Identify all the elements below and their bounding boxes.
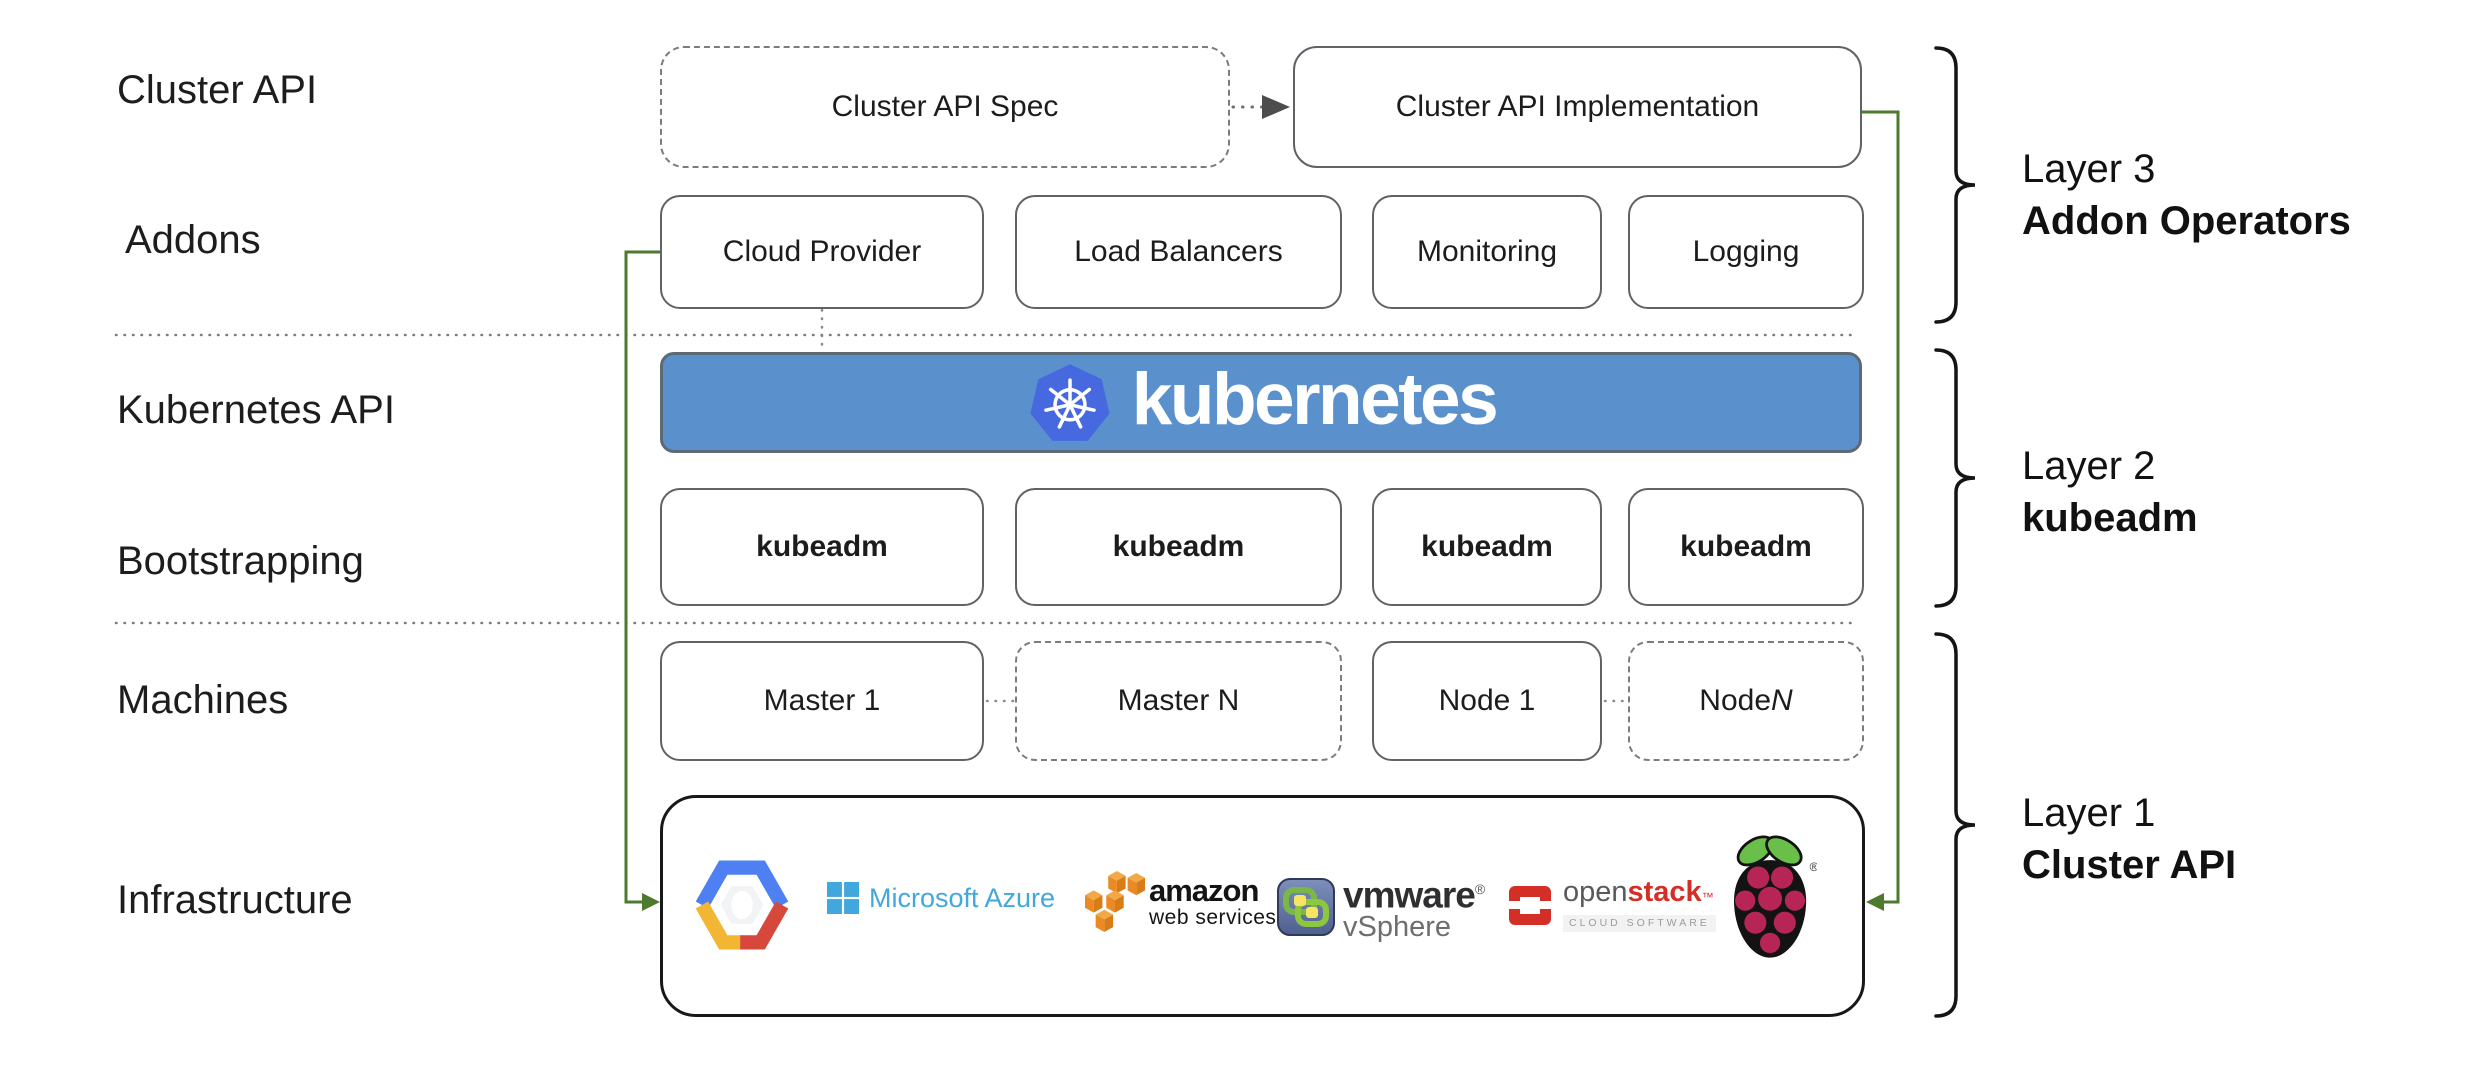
row-label-cluster-api: Cluster API <box>117 68 318 112</box>
addon-label: Logging <box>1692 235 1800 268</box>
kubeadm-label: kubeadm <box>756 530 888 563</box>
raspberry-pi-logo-icon: ® <box>1734 835 1817 958</box>
aws-wordmark: amazon <box>1149 872 1259 908</box>
kubeadm-box-3: kubeadm <box>1372 488 1602 606</box>
machine-label: Master N <box>1117 684 1240 717</box>
addon-label: Cloud Provider <box>722 235 922 268</box>
addon-label: Monitoring <box>1416 235 1558 268</box>
aws-boxes-icon <box>1085 871 1145 932</box>
vmware-wordmark: vmware® <box>1343 874 1485 916</box>
vmware-vsphere-logo: vmware® vSphere <box>1277 872 1485 944</box>
kubeadm-box-1: kubeadm <box>660 488 984 606</box>
cluster-api-spec-label: Cluster API Spec <box>831 90 1059 123</box>
microsoft-window-icon <box>827 882 859 914</box>
openstack-logo: openstack™ CLOUD SOFTWARE <box>1507 878 1716 932</box>
machine-box-node-1: Node 1 <box>1372 641 1602 761</box>
cluster-api-implementation-label: Cluster API Implementation <box>1395 90 1760 123</box>
addon-box-monitoring: Monitoring <box>1372 195 1602 309</box>
addon-label: Load Balancers <box>1074 235 1283 268</box>
layer-3-subtitle: Addon Operators <box>2022 199 2351 243</box>
layer-3-title: Layer 3 <box>2022 147 2156 191</box>
layer-2-subtitle: kubeadm <box>2022 496 2198 540</box>
machine-label: Node 1 <box>1438 684 1536 717</box>
row-label-infrastructure: Infrastructure <box>117 878 353 922</box>
machine-box-master-1: Master 1 <box>660 641 984 761</box>
green-arrowhead-left-icon <box>642 893 660 911</box>
layer-1-label: Layer 1 Cluster API <box>2022 787 2236 891</box>
machine-box-node-n: Node N <box>1628 641 1864 761</box>
kubeadm-label: kubeadm <box>1112 530 1245 563</box>
kubeadm-box-4: kubeadm <box>1628 488 1864 606</box>
green-connector-left <box>624 250 660 904</box>
addon-box-logging: Logging <box>1628 195 1864 309</box>
vsphere-product-name: vSphere <box>1343 911 1452 944</box>
row-label-kubernetes-api: Kubernetes API <box>117 388 395 432</box>
green-connector-right <box>1862 110 1900 904</box>
addon-box-load-balancers: Load Balancers <box>1015 195 1342 309</box>
infrastructure-box: Microsoft Azure amazon web services <box>660 795 1865 1017</box>
kubeadm-box-2: kubeadm <box>1015 488 1342 606</box>
layer-2-bracket <box>1934 348 1976 608</box>
google-cloud-logo-icon <box>695 860 789 950</box>
microsoft-azure-logo: Microsoft Azure <box>827 882 1055 914</box>
amazon-web-services-logo: amazon web services <box>1085 870 1276 934</box>
machine-box-master-n: Master N <box>1015 641 1342 761</box>
kubeadm-label: kubeadm <box>1680 530 1812 563</box>
kubernetes-wordmark: kubernetes <box>1131 359 1499 440</box>
vmware-registered-mark: ® <box>1474 881 1485 897</box>
layer-2-label: Layer 2 kubeadm <box>2022 440 2198 544</box>
openstack-tagline: CLOUD SOFTWARE <box>1563 915 1716 932</box>
layer-1-bracket <box>1934 632 1976 1018</box>
layer-3-bracket <box>1934 46 1976 324</box>
row-label-addons: Addons <box>125 218 261 262</box>
addon-box-cloud-provider: Cloud Provider <box>660 195 984 309</box>
spec-to-implementation-arrowhead-icon <box>1262 95 1290 119</box>
aws-tagline: web services <box>1149 905 1277 929</box>
row-label-bootstrapping: Bootstrapping <box>117 539 364 583</box>
layer-1-title: Layer 1 <box>2022 791 2156 835</box>
openstack-wordmark: openstack™ <box>1563 876 1714 908</box>
kubernetes-banner: kubernetes <box>660 352 1862 453</box>
kubeadm-label: kubeadm <box>1421 530 1553 563</box>
azure-wordmark: Microsoft Azure <box>869 882 1056 913</box>
kubernetes-wheel-icon <box>1030 363 1110 441</box>
machine-label-suffix: N <box>1771 684 1793 717</box>
openstack-square-icon <box>1507 886 1555 925</box>
layer-2-title: Layer 2 <box>2022 444 2156 488</box>
layer-1-subtitle: Cluster API <box>2022 843 2237 887</box>
row-label-machines: Machines <box>117 678 289 722</box>
cluster-api-spec-box: Cluster API Spec <box>660 46 1230 168</box>
raspberry-pi-registered-mark: ® <box>1810 860 1817 874</box>
machine-label: Master 1 <box>763 684 881 717</box>
green-arrowhead-right-icon <box>1866 893 1884 911</box>
machine-label: Node <box>1699 684 1772 717</box>
vsphere-icon <box>1277 878 1335 937</box>
layer-3-label: Layer 3 Addon Operators <box>2022 143 2351 247</box>
cluster-api-implementation-box: Cluster API Implementation <box>1293 46 1862 168</box>
openstack-trademark: ™ <box>1701 890 1714 904</box>
